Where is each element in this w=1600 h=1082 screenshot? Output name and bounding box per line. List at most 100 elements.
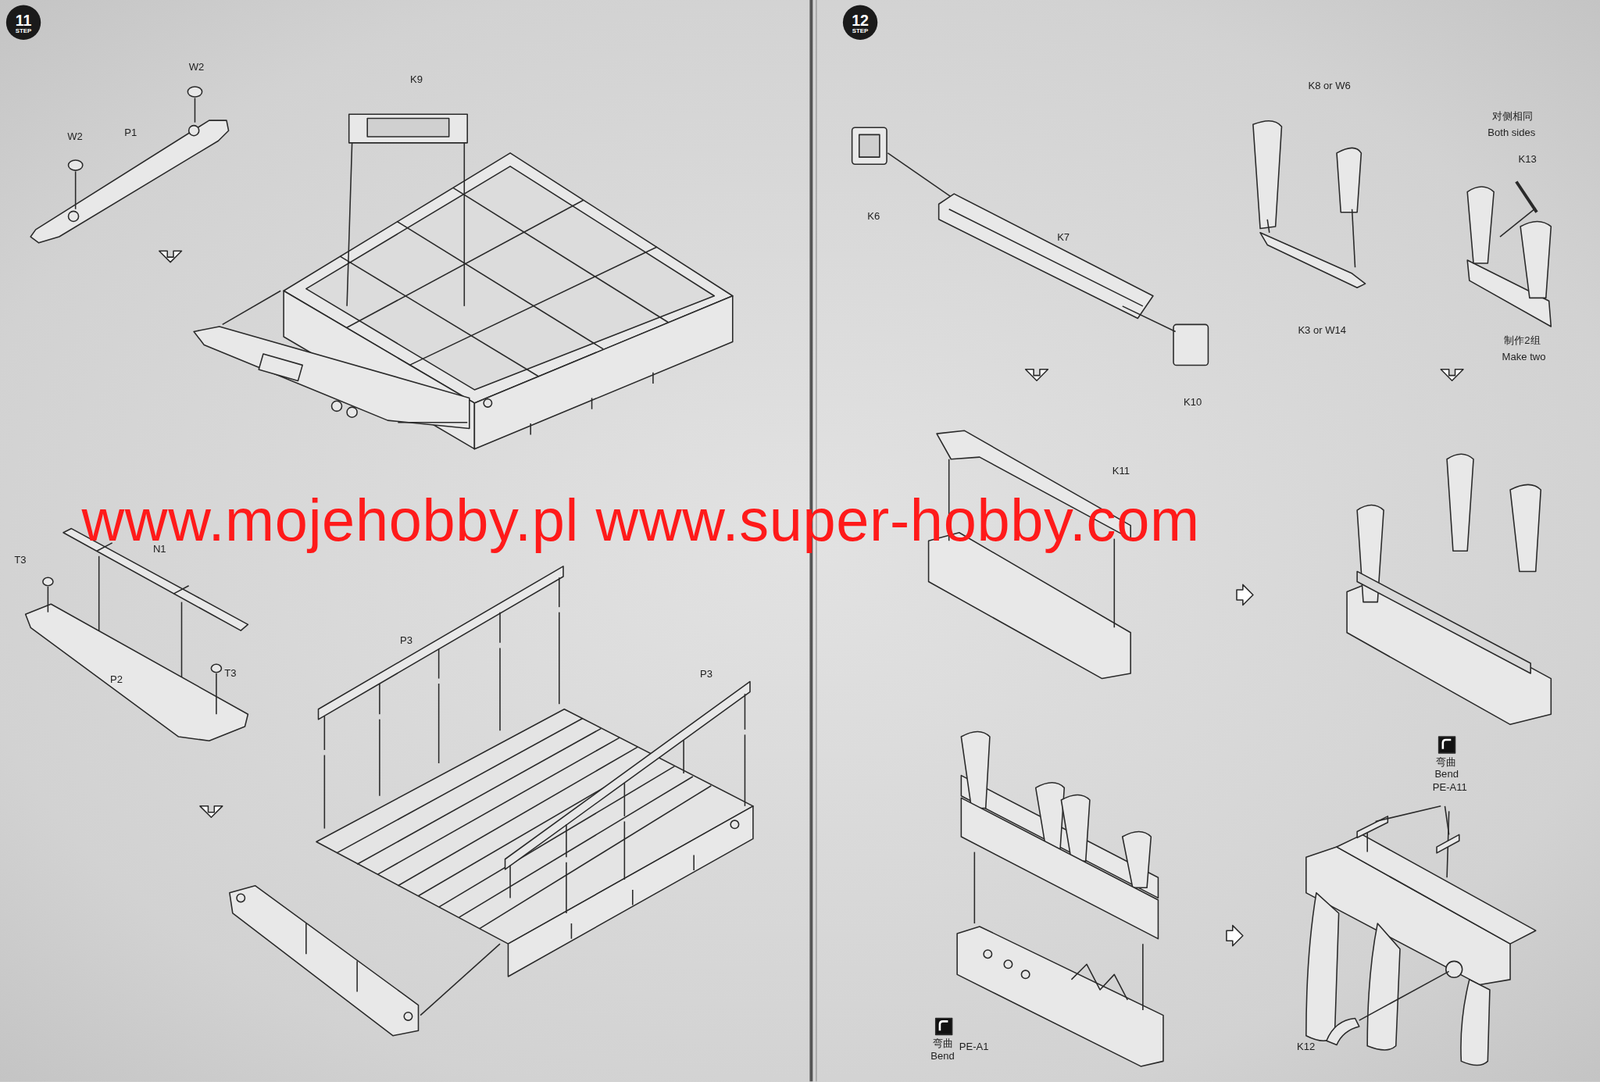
step-badge: 11STEP	[6, 5, 41, 40]
part-p1	[68, 210, 79, 222]
note: Both sides	[1487, 126, 1536, 138]
part-number: PE-A1	[959, 1040, 990, 1052]
bracket-assembly	[1446, 453, 1474, 551]
seat-rail-assembly	[960, 797, 1158, 939]
part-p2	[42, 577, 54, 586]
part-number: K3 or W14	[1297, 324, 1347, 336]
part-k6	[887, 153, 954, 200]
front-plate	[222, 290, 281, 325]
part-w2	[75, 171, 77, 209]
seat-rail-assembly	[1122, 831, 1152, 888]
part-p2	[215, 673, 218, 715]
part-number: K11	[1112, 465, 1130, 477]
part-p3	[565, 824, 568, 858]
part-pe-a11	[1375, 806, 1442, 822]
step-arrow	[200, 806, 223, 818]
part-p3	[624, 821, 626, 879]
seat-bracket	[1467, 186, 1494, 264]
step-arrow	[1025, 369, 1049, 381]
part-k10	[1122, 306, 1176, 333]
part-k6	[852, 127, 887, 165]
frame	[396, 221, 604, 349]
part-p3	[505, 681, 750, 869]
part-p3	[682, 739, 685, 774]
part-p3	[565, 862, 568, 914]
part-p3	[438, 649, 440, 679]
seat-bracket	[1520, 221, 1551, 298]
frame	[453, 187, 669, 322]
part-p3	[744, 734, 747, 806]
watermark: www.mojehobby.pl www.super-hobby.com	[81, 487, 1200, 553]
final-assembly	[1306, 810, 1536, 1065]
part-pe-a1	[957, 926, 1164, 1067]
part-pe-a1	[983, 950, 992, 958]
part-k6	[859, 134, 880, 158]
part-n1	[173, 585, 190, 594]
frame	[652, 372, 654, 384]
part-p3	[318, 566, 750, 914]
part-w2	[187, 86, 202, 97]
seat-bracket	[1253, 121, 1283, 229]
part-k11	[928, 430, 1132, 679]
bend-note-chinese: 弯曲	[932, 1037, 954, 1049]
seat-bracket	[1336, 147, 1361, 212]
part-p3	[324, 716, 326, 750]
step-arrow	[1226, 925, 1243, 947]
part-p3	[558, 577, 561, 608]
bend-icon	[1439, 736, 1456, 754]
part-pe-a11	[1436, 834, 1460, 854]
part-p3	[499, 647, 501, 731]
bend-note: Bend	[930, 1050, 955, 1061]
tailgate	[236, 893, 245, 902]
part-pe-a1	[1021, 970, 1029, 979]
bend-icon	[939, 1021, 948, 1031]
part-number: T3	[224, 667, 236, 679]
part-number: P3	[700, 668, 713, 680]
front-plate	[258, 353, 303, 381]
seat-rail-assembly	[960, 731, 990, 808]
part-p3	[499, 612, 501, 643]
part-p3	[624, 782, 626, 817]
part-pe-a1	[1071, 964, 1128, 1000]
part-p2	[25, 577, 249, 741]
tailgate	[229, 885, 419, 1036]
part-p2	[210, 664, 222, 672]
bend-note: Bend	[1434, 768, 1459, 780]
note-chinese: 对侧相同	[1492, 110, 1533, 122]
final-assembly	[1336, 834, 1536, 944]
truck-bed	[692, 855, 695, 872]
step-arrow	[1440, 369, 1464, 381]
part-pe-a1	[1003, 960, 1012, 968]
part-n1	[98, 556, 100, 641]
part-k13	[1516, 181, 1537, 212]
part-p1	[30, 120, 229, 243]
final-assembly	[1366, 831, 1368, 852]
part-p3	[378, 683, 381, 715]
part-k7	[939, 193, 1154, 318]
part-number: K10	[1183, 396, 1202, 408]
frame	[306, 166, 715, 390]
seat-bracket	[1352, 209, 1356, 268]
part-p3	[324, 755, 326, 829]
part-n1	[181, 602, 183, 683]
tailgate	[403, 1012, 412, 1021]
truck-bed	[459, 776, 693, 918]
part-k13	[1516, 181, 1537, 212]
seat-bracket	[1253, 121, 1551, 327]
truck-bed	[571, 923, 573, 940]
part-p1	[30, 120, 229, 243]
part-number: P2	[110, 673, 123, 685]
part-number: K9	[410, 73, 423, 85]
part-p3	[558, 612, 561, 705]
part-p3	[509, 865, 511, 899]
part-number: K8 or W6	[1307, 79, 1350, 91]
part-k9	[346, 114, 468, 307]
part-p3	[318, 566, 564, 720]
part-number: K6	[867, 210, 880, 222]
part-p3	[438, 683, 440, 764]
part-number: K12	[1296, 1040, 1315, 1052]
note-chinese: 制作2组	[1503, 334, 1540, 346]
truck-bed	[632, 889, 634, 906]
note: Make two	[1502, 350, 1547, 362]
frame	[529, 423, 532, 435]
